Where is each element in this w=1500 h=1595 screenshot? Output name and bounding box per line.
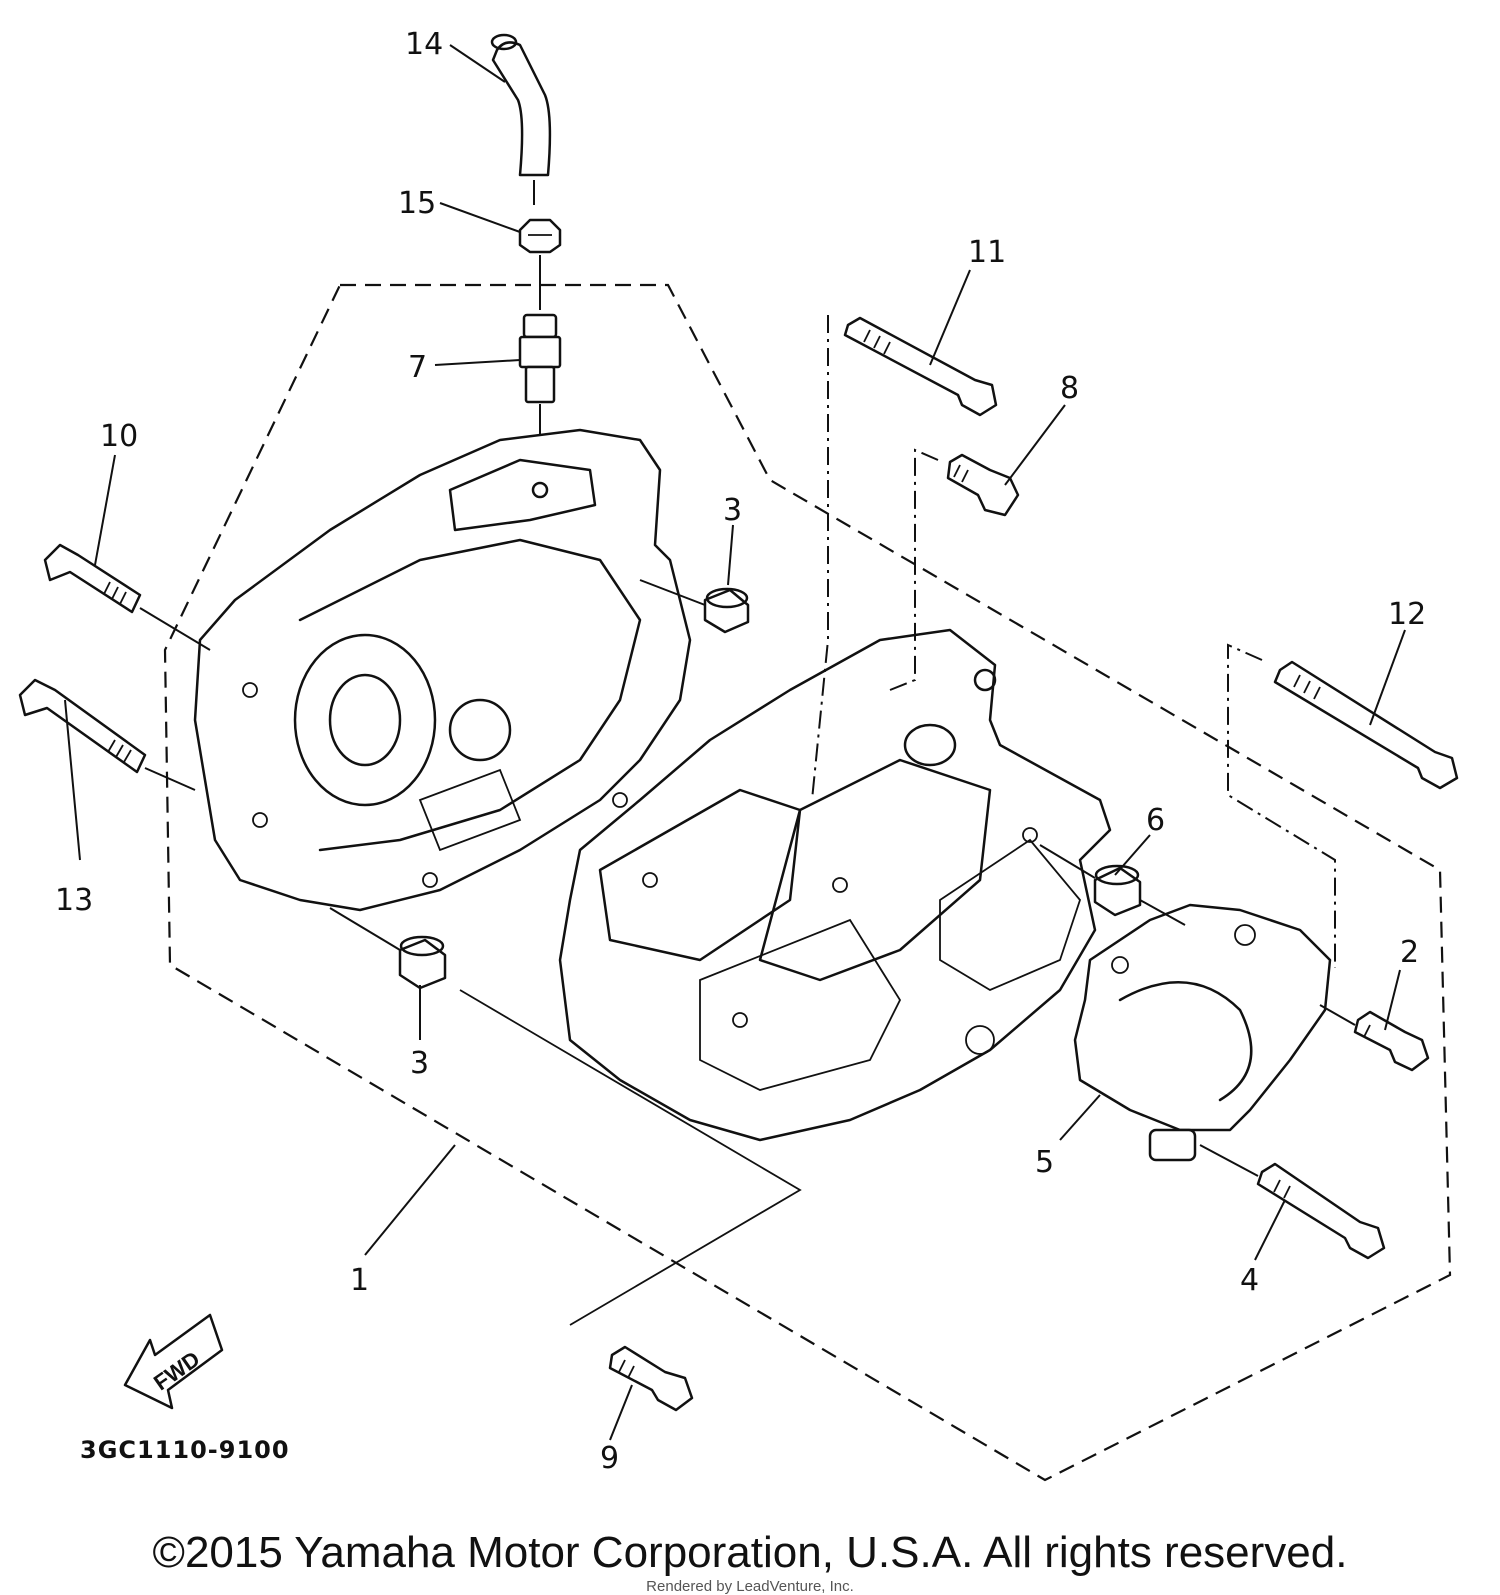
callout-1: 1 — [350, 1263, 369, 1298]
callout-14: 14 — [405, 27, 443, 62]
crankcase-left — [193, 428, 692, 912]
rendered-by-credit: Rendered by LeadVenture, Inc. — [646, 1578, 854, 1595]
copyright-notice: ©2015 Yamaha Motor Corporation, U.S.A. A… — [152, 1528, 1348, 1577]
callout-5: 5 — [1035, 1145, 1054, 1180]
forward-arrow-icon: FWD — [123, 1313, 224, 1410]
callout-3-upper: 3 — [723, 493, 742, 528]
dowel-pin-upper — [639, 579, 750, 634]
breather-hose — [490, 33, 552, 205]
hose-nut — [518, 218, 562, 310]
bolt-12 — [1227, 643, 1459, 968]
part-number: 3GC1110-9100 — [80, 1436, 290, 1464]
bolt-11 — [811, 315, 998, 801]
callout-9: 9 — [600, 1441, 619, 1476]
assembly-boundary — [163, 283, 1452, 1482]
bolt-10 — [43, 543, 211, 651]
bolt-9 — [459, 989, 802, 1412]
callout-13: 13 — [55, 883, 93, 918]
callout-4: 4 — [1240, 1263, 1259, 1298]
bolt-13 — [18, 678, 196, 791]
dowel-pin-lower — [329, 907, 447, 990]
callout-10: 10 — [100, 419, 138, 454]
bolt-2 — [1319, 1004, 1430, 1072]
crankcase-right — [558, 628, 1112, 1142]
callout-15: 15 — [398, 186, 436, 221]
breather-fitting — [518, 313, 562, 490]
callout-11: 11 — [968, 235, 1006, 270]
crankcase-exploded-diagram: 14 15 7 11 8 10 3 12 13 6 2 3 5 4 1 9 FW… — [18, 27, 1459, 1482]
collar — [1039, 844, 1186, 926]
callout-12: 12 — [1388, 597, 1426, 632]
crankcase-cover — [1073, 903, 1332, 1162]
callout-3-lower: 3 — [410, 1046, 429, 1081]
callout-leaders — [64, 44, 1406, 1441]
bolt-8 — [889, 448, 1020, 691]
callout-7: 7 — [408, 350, 427, 385]
callout-8: 8 — [1060, 371, 1079, 406]
bolt-4 — [1199, 1144, 1386, 1260]
callout-6: 6 — [1146, 803, 1165, 838]
callout-2: 2 — [1400, 935, 1419, 970]
